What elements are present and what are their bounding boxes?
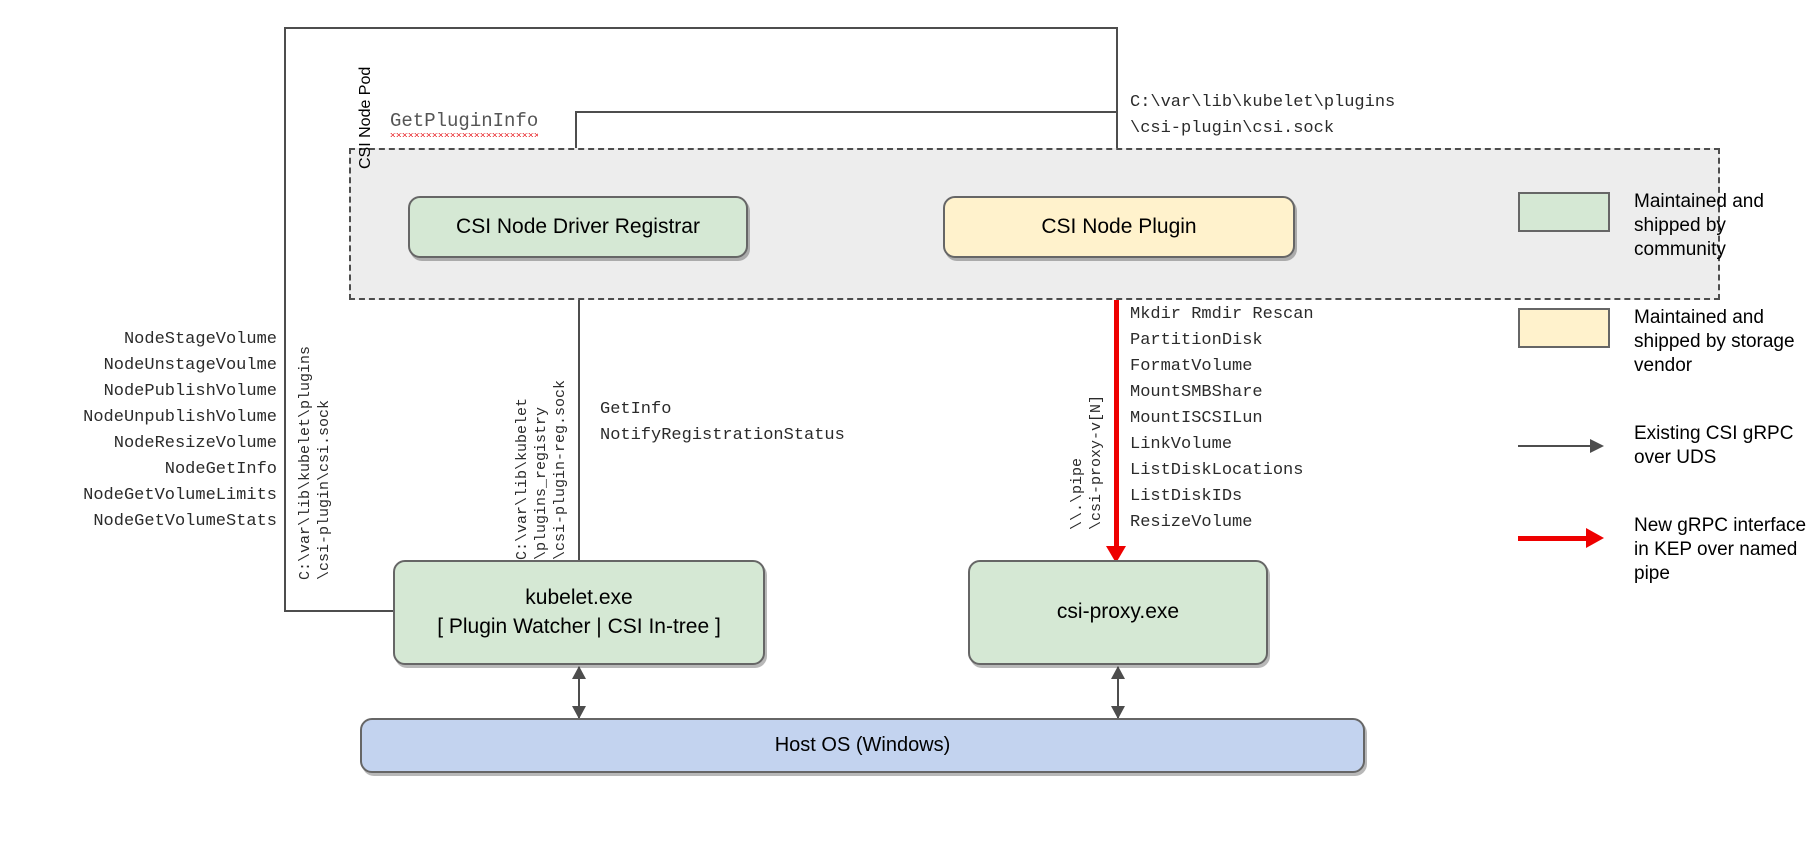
csi-node-pod-label: CSI Node Pod: [357, 66, 374, 169]
label-node-plugin-socket-path: C:\var\lib\kubelet\plugins \csi-plugin\c…: [1130, 93, 1396, 138]
legend-item-community: Maintained and shipped by community: [1518, 190, 1808, 262]
box-kubelet-exe-title: kubelet.exe: [525, 586, 633, 610]
csi-proxy-operation-4: MountISCSILun: [1130, 409, 1263, 428]
connector-getplugininfo-horizontal: [575, 111, 1118, 113]
csi-proxy-operation-1: PartitionDisk: [1130, 331, 1263, 350]
arrowhead-kubelet-hostos-up: [572, 666, 586, 679]
legend-item-new-grpc-kep: New gRPC interface in KEP over named pip…: [1518, 514, 1808, 586]
box-csi-proxy-exe[interactable]: csi-proxy.exe: [968, 560, 1268, 665]
legend-item-storage-vendor: Maintained and shipped by storage vendor: [1518, 306, 1808, 378]
box-host-os[interactable]: Host OS (Windows): [360, 718, 1365, 773]
label-get-plugin-info: GetPluginInfo: [390, 110, 539, 137]
legend-swatch-community: [1518, 192, 1610, 232]
box-host-os-label: Host OS (Windows): [774, 734, 951, 756]
legend-item-existing-csi-grpc: Existing CSI gRPC over UDS: [1518, 422, 1808, 470]
label-kubelet-csi-socket-path: C:\var\lib\kubelet\plugins \csi-plugin\c…: [297, 345, 333, 580]
legend-arrow-grey-line: [1518, 445, 1590, 447]
label-registrar-registration-socket-path: C:\var\lib\kubelet \plugins_registry \cs…: [514, 379, 569, 560]
csi-node-operation-1: NodeUnstageVoulme: [103, 356, 277, 375]
legend-arrow-grey-head-icon: [1590, 439, 1604, 453]
csi-node-operation-6: NodeGetVolumeLimits: [83, 486, 277, 505]
connector-kubelet-hostos: [578, 678, 580, 718]
legend-arrow-red-line: [1518, 535, 1586, 541]
legend: Maintained and shipped by community Main…: [1518, 190, 1808, 630]
arrowhead-csiproxy-hostos-up: [1111, 666, 1125, 679]
csi-proxy-operation-2: FormatVolume: [1130, 357, 1253, 376]
connector-kubelet-to-node-plugin-horizontal-top: [284, 27, 1118, 29]
legend-arrow-red-head-icon: [1586, 528, 1604, 548]
box-csi-node-driver-registrar[interactable]: CSI Node Driver Registrar: [408, 196, 748, 258]
box-kubelet-exe[interactable]: kubelet.exe [ Plugin Watcher | CSI In-tr…: [393, 560, 765, 665]
arrowhead-csiproxy-hostos-down: [1111, 706, 1125, 719]
box-csi-node-driver-registrar-label: CSI Node Driver Registrar: [456, 214, 700, 238]
csi-node-operation-4: NodeResizeVolume: [113, 434, 277, 453]
csi-proxy-operation-8: ResizeVolume: [1130, 513, 1253, 532]
legend-label-new-grpc-kep: New gRPC interface in KEP over named pip…: [1634, 515, 1807, 584]
connector-node-plugin-to-csi-proxy-red: [1114, 258, 1119, 548]
csi-proxy-operation-6: ListDiskLocations: [1130, 461, 1304, 480]
csi-node-operation-0: NodeStageVolume: [123, 330, 277, 349]
connector-kubelet-left-stub: [284, 610, 394, 612]
legend-label-existing-csi-grpc: Existing CSI gRPC over UDS: [1634, 423, 1794, 468]
csi-proxy-operation-0: Mkdir Rmdir Rescan: [1130, 305, 1314, 324]
label-registrar-operations: GetInfo NotifyRegistrationStatus: [600, 400, 845, 445]
connector-kubelet-to-node-plugin-vertical-left: [284, 27, 286, 611]
legend-label-community: Maintained and shipped by community: [1634, 191, 1764, 260]
legend-arrow-existing-csi-grpc: [1518, 426, 1610, 466]
csi-node-operation-3: NodeUnpublishVolume: [83, 408, 277, 427]
csi-node-operation-2: NodePublishVolume: [103, 382, 277, 401]
arrowhead-into-csi-proxy-red: [1106, 546, 1126, 563]
csi-proxy-operation-5: LinkVolume: [1130, 435, 1233, 454]
csi-node-operation-7: NodeGetVolumeStats: [93, 512, 277, 531]
csi-node-operation-5: NodeGetInfo: [164, 460, 277, 479]
legend-swatch-storage-vendor: [1518, 308, 1610, 348]
box-kubelet-exe-subtitle: [ Plugin Watcher | CSI In-tree ]: [437, 614, 721, 638]
legend-label-storage-vendor: Maintained and shipped by storage vendor: [1634, 307, 1795, 376]
csi-proxy-operation-7: ListDiskIDs: [1130, 487, 1243, 506]
box-csi-node-plugin-label: CSI Node Plugin: [1041, 214, 1197, 238]
connector-kubelet-to-registrar: [578, 271, 580, 561]
box-csi-node-plugin[interactable]: CSI Node Plugin: [943, 196, 1295, 258]
label-named-pipe-path: \\.\pipe \csi-proxy-v[N]: [1069, 394, 1105, 530]
connector-csiproxy-hostos: [1117, 678, 1119, 718]
csi-proxy-operation-3: MountSMBShare: [1130, 383, 1263, 402]
label-get-plugin-info-text: GetPluginInfo: [390, 110, 539, 137]
arrowhead-kubelet-hostos-down: [572, 706, 586, 719]
legend-arrow-new-grpc-kep: [1518, 518, 1610, 558]
box-csi-proxy-exe-label: csi-proxy.exe: [1056, 600, 1180, 624]
